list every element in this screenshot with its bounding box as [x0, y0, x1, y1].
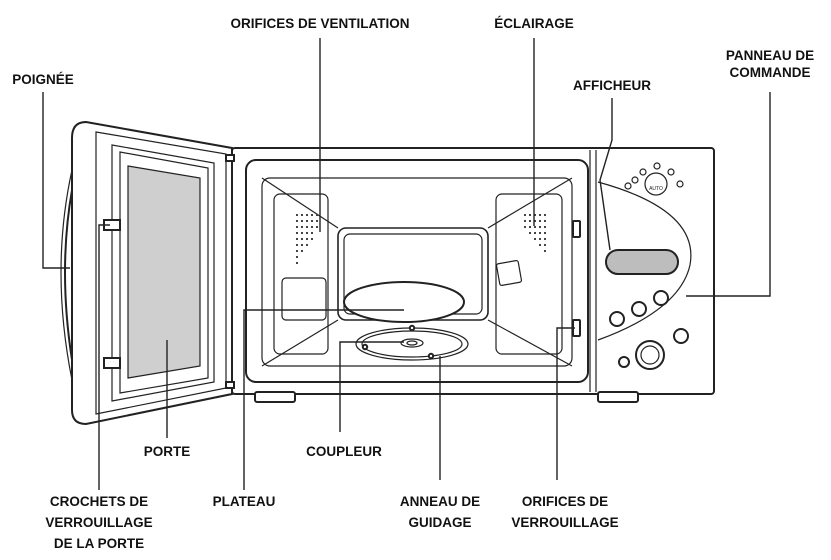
auto-dial-label: AUTO	[649, 186, 663, 192]
label-door-latches-line3: DE LA PORTE	[54, 536, 144, 551]
label-coupler: COUPLEUR	[306, 444, 382, 459]
label-door: PORTE	[144, 444, 191, 459]
mode-icon	[676, 180, 684, 188]
door-window	[127, 165, 201, 379]
panel-button[interactable]	[609, 311, 625, 327]
auto-dial[interactable]	[644, 172, 668, 196]
label-guide-ring-line2: GUIDAGE	[408, 515, 471, 530]
door-handle[interactable]	[64, 189, 73, 361]
control-panel: AUTO	[597, 162, 692, 370]
label-control-panel-line2: COMMANDE	[730, 65, 811, 80]
control-dial[interactable]	[635, 340, 665, 370]
vent-holes-right	[524, 214, 546, 252]
label-vent-holes: ORIFICES DE VENTILATION	[230, 16, 409, 31]
vent-holes-left	[296, 214, 318, 264]
door-latch-bottom	[103, 357, 121, 369]
labels: ORIFICES DE VENTILATION ÉCLAIRAGE PANNEA…	[12, 16, 814, 551]
display-screen	[605, 249, 679, 275]
label-lighting: ÉCLAIRAGE	[494, 16, 574, 31]
label-control-panel-line1: PANNEAU DE	[726, 48, 814, 63]
label-lock-holes-line1: ORIFICES DE	[522, 494, 608, 509]
label-display: AFFICHEUR	[573, 78, 651, 93]
label-door-latches-line2: VERROUILLAGE	[45, 515, 152, 530]
panel-button[interactable]	[673, 328, 689, 344]
turntable	[343, 281, 469, 361]
mode-icon	[624, 182, 632, 190]
label-handle: POIGNÉE	[12, 72, 74, 87]
mode-icon	[667, 168, 675, 176]
panel-button[interactable]	[618, 356, 630, 368]
panel-button[interactable]	[653, 290, 669, 306]
mode-icon	[639, 168, 647, 176]
door	[60, 120, 235, 426]
label-door-latches-line1: CROCHETS DE	[50, 494, 148, 509]
mode-icon	[631, 176, 639, 184]
label-lock-holes-line2: VERROUILLAGE	[511, 515, 618, 530]
leader-lines	[42, 38, 771, 490]
label-guide-ring-line1: ANNEAU DE	[400, 494, 480, 509]
label-tray: PLATEAU	[213, 494, 276, 509]
panel-button[interactable]	[631, 301, 647, 317]
mode-icon	[653, 162, 661, 170]
oven-cavity	[245, 159, 589, 383]
control-dial-center	[640, 345, 660, 365]
